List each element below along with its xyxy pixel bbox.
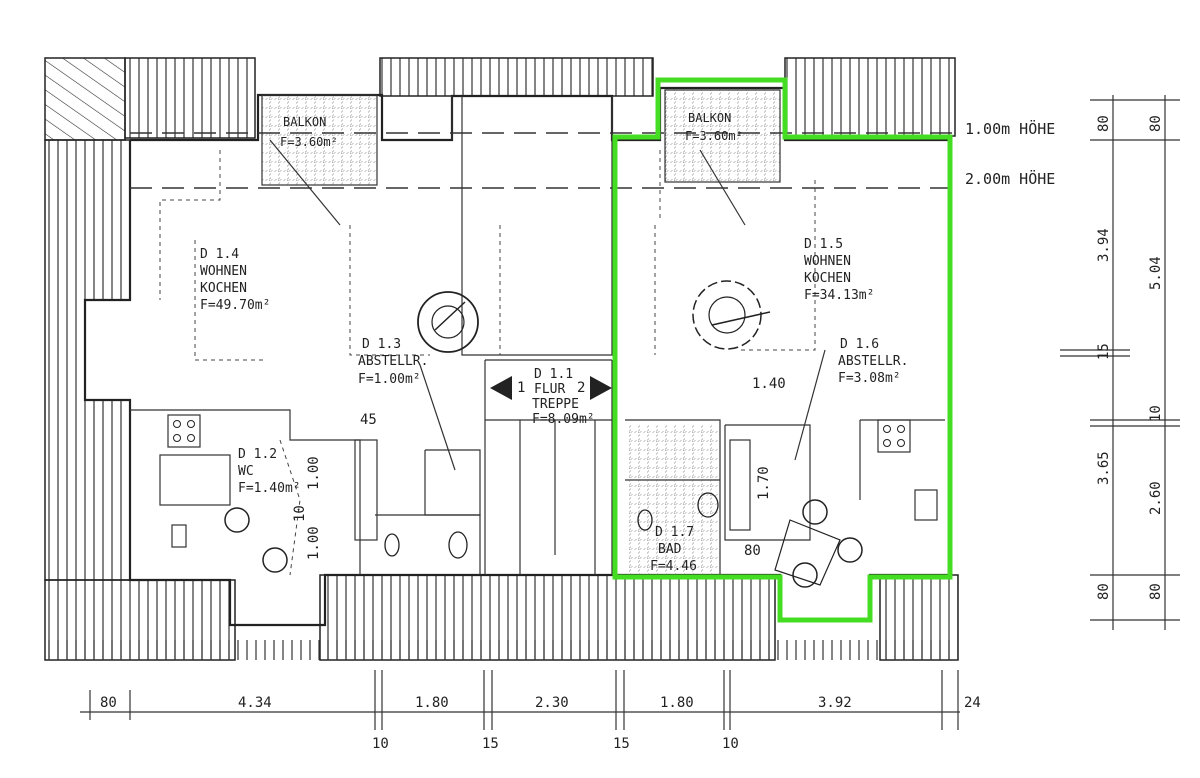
room-d17-line-3: F=4.46 [650,559,697,574]
room-d15-line-2: WOHNEN [804,254,851,269]
interior-dimensions: 45 1.00 10 1.00 1.40 1.70 80 [292,376,786,560]
dim-bottom-small-10a: 10 [372,736,389,752]
room-d14-line-3: KOCHEN [200,281,247,296]
dim-interior-170: 1.70 [756,466,772,500]
dim-bottom-180a: 1.80 [415,695,449,711]
room-d13: D 1.3 ABSTELLR. F=1.00m² [358,337,428,387]
dim-right-inner-15: 15 [1096,343,1112,360]
dim-bottom-392: 3.92 [818,695,852,711]
dim-right-inner-80b: 80 [1096,583,1112,600]
room-d17: D 1.7 BAD F=4.46 [650,525,697,574]
interior-markers [159,139,826,576]
dim-interior-100a: 1.00 [306,456,322,490]
room-d14-line-1: D 1.4 [200,247,239,262]
room-d14: D 1.4 WOHNEN KOCHEN F=49.70m² [200,247,270,313]
room-d15-line-1: D 1.5 [804,237,843,252]
room-d17-line-2: BAD [658,542,682,557]
room-d16-line-3: F=3.08m² [838,371,901,386]
room-d11: D 1.1 FLUR TREPPE F=8.09m² [532,367,595,427]
stair-number-2: 2 [577,380,585,396]
walls [83,86,952,627]
apartment-highlight [612,77,953,623]
dim-bottom-434: 4.34 [238,695,272,711]
dim-right-inner-10: 10 [1148,405,1164,422]
stair-arrows [490,376,612,400]
dim-bottom-small-10b: 10 [722,736,739,752]
right-dimensions: 80 3.94 15 10 3.65 80 80 5.04 2.60 80 [1060,95,1180,630]
stair-number-1: 1 [517,380,525,396]
dim-right-outer-80a: 80 [1148,115,1164,132]
room-d16: D 1.6 ABSTELLR. F=3.08m² [838,337,908,386]
room-d12-line-1: D 1.2 [238,447,277,462]
room-d17-line-1: D 1.7 [655,525,694,540]
room-d13-line-3: F=1.00m² [358,372,421,387]
dim-bottom-80: 80 [100,695,117,711]
dim-right-outer-80b: 80 [1148,583,1164,600]
room-d11-line-1: D 1.1 [534,367,573,382]
room-d11-line-4: F=8.09m² [532,412,595,427]
balcony-right-floor [664,89,781,183]
balcony-left-floor [261,94,378,186]
dim-bottom-small-15a: 15 [482,736,499,752]
room-d13-line-1: D 1.3 [362,337,401,352]
dim-right-inner-365: 3.65 [1096,451,1112,485]
balcony-left-area: F=3.60m² [280,135,338,149]
balcony-right-area: F=3.60m² [685,129,743,143]
room-d13-line-2: ABSTELLR. [358,354,428,369]
dim-right-outer-504: 5.04 [1148,256,1164,290]
room-d12-line-2: WC [238,464,254,479]
dim-interior-10: 10 [292,505,308,522]
bathroom-tiles [628,425,718,575]
room-d15-line-3: KOCHEN [804,271,851,286]
room-d14-line-2: WOHNEN [200,264,247,279]
room-d11-line-2: FLUR [534,382,565,397]
room-d15: D 1.5 WOHNEN KOCHEN F=34.13m² [804,237,874,303]
height-label-100: 1.00m HÖHE [965,119,1055,138]
dim-bottom-230: 2.30 [535,695,569,711]
room-d16-line-1: D 1.6 [840,337,879,352]
balcony-right-label: BALKON [688,111,731,125]
fixtures [159,414,911,588]
dim-interior-80: 80 [744,543,761,559]
dim-bottom-180b: 1.80 [660,695,694,711]
room-d14-line-4: F=49.70m² [200,298,270,313]
room-d16-line-2: ABSTELLR. [838,354,908,369]
dim-right-inner-80a: 80 [1096,115,1112,132]
room-d11-line-3: TREPPE [532,397,579,412]
dim-interior-140: 1.40 [752,376,786,392]
dim-interior-100b: 1.00 [306,526,322,560]
room-d12-line-3: F=1.40m² [238,481,301,496]
room-d12: D 1.2 WC F=1.40m² [238,447,301,496]
height-lines [130,132,955,189]
roof-hatching [44,57,959,661]
dim-interior-45: 45 [360,412,377,428]
room-d15-line-4: F=34.13m² [804,288,874,303]
dim-right-inner-394: 3.94 [1096,228,1112,262]
balcony-left-label: BALKON [283,115,326,129]
chimney-circles [417,280,771,353]
dim-bottom-24: 24 [964,695,981,711]
dim-bottom-small-15b: 15 [613,736,630,752]
dim-right-outer-260: 2.60 [1148,481,1164,515]
height-label-200: 2.00m HÖHE [965,169,1055,188]
bottom-dimensions: 80 4.34 1.80 2.30 1.80 3.92 24 10 15 15 … [80,670,981,752]
